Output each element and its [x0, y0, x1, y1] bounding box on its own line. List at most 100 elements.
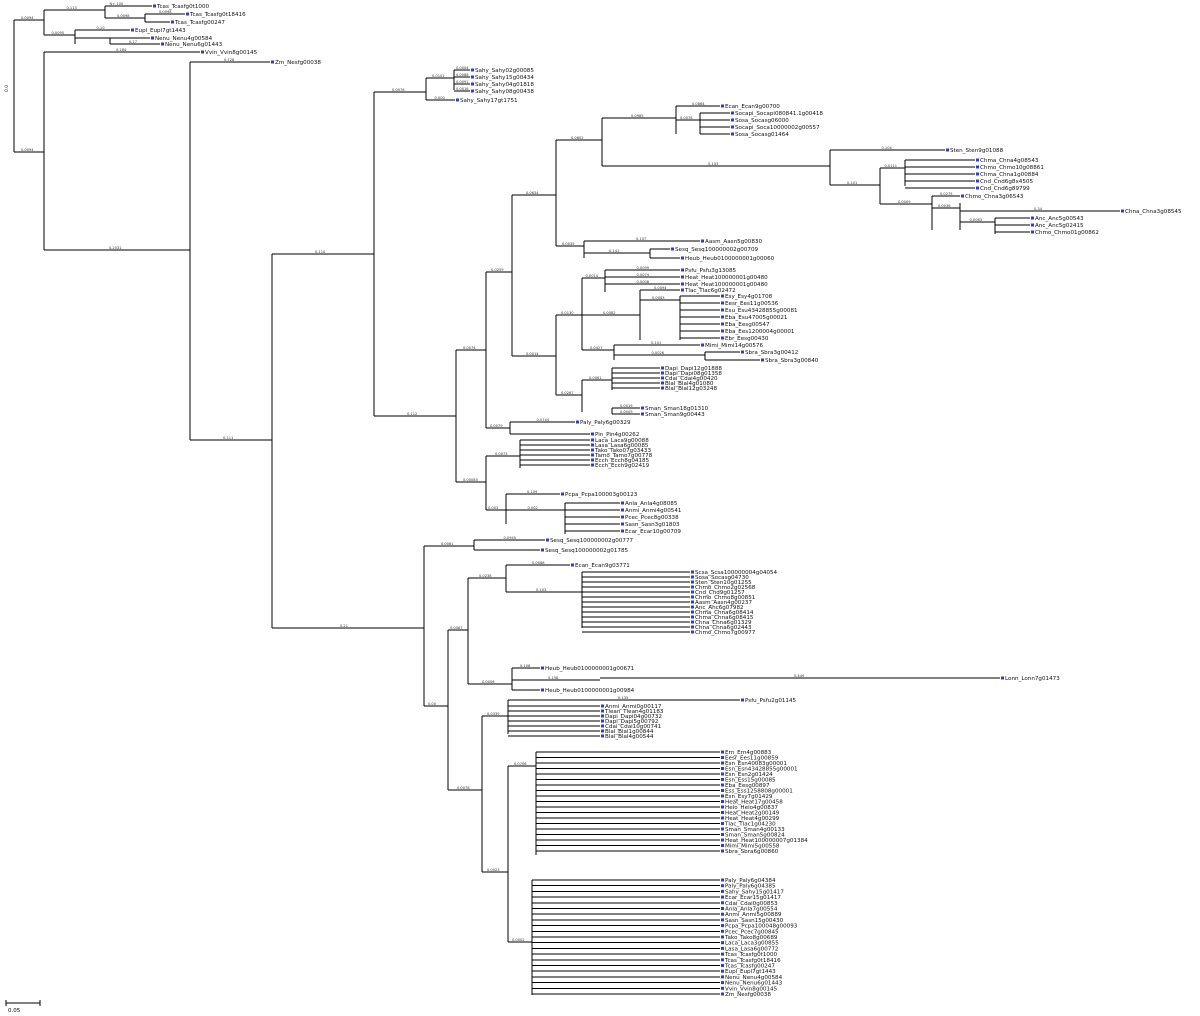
leaf-marker — [721, 789, 724, 792]
branch-length-label: 0.0074 — [463, 346, 476, 350]
branch-length-label: 0.0016 — [456, 87, 469, 91]
branch-length-label: 0.0098 — [159, 10, 172, 14]
leaf-label: Chma_Chna6g08415 — [695, 615, 754, 621]
leaf-marker — [1031, 230, 1034, 234]
leaf-marker — [721, 772, 724, 776]
leaf-marker — [681, 256, 684, 260]
leaf-marker — [721, 822, 724, 825]
leaf-marker — [691, 615, 694, 619]
leaf-label: Tako_Tako8g00689 — [724, 935, 778, 941]
leaf-label: Heat_Heat17g00458 — [725, 800, 783, 806]
leaf-marker — [761, 358, 764, 362]
branch-length-label: 0.103 — [536, 588, 546, 592]
leaf-marker — [721, 946, 724, 950]
leaf-label: Pcpa_Pcpa100048g00093 — [725, 924, 798, 930]
leaf-label: Ern_Ern4g00883 — [725, 750, 772, 756]
leaf-marker — [721, 800, 724, 803]
leaf-marker — [731, 111, 734, 115]
branch-length-label: 0.0079 — [490, 424, 503, 428]
branch-length-label: 0.0259 — [491, 268, 504, 272]
leaf-label: Sman_Sman9g00443 — [645, 412, 705, 418]
branch-length-label: 0.10 — [97, 26, 106, 30]
branch-length-label: 0.0634 — [526, 191, 539, 195]
scale-bar: 0.05 — [5, 1000, 41, 1014]
leaf-marker — [621, 522, 624, 526]
branch-length-label: 0.101 — [847, 181, 857, 185]
leaf-marker — [1031, 216, 1034, 220]
leaf-label: Tlac_Tlac1g04230 — [724, 822, 776, 828]
branch-length-label: 0.0002 — [512, 938, 525, 942]
leaf-label: Aasm_Aasn5g00830 — [705, 239, 762, 245]
leaf-label: Chma_Chna6g08414 — [695, 610, 754, 616]
leaf-label: Sman_Sman18g01310 — [645, 406, 709, 412]
branch-length-label: 0.0275 — [940, 192, 953, 196]
branch-length-label: 0.0094 — [654, 286, 667, 290]
leaf-label: Blal_Blal12g03248 — [665, 386, 717, 392]
leaf-label: Sman_Sman4g00133 — [725, 827, 785, 833]
leaf-marker — [681, 288, 684, 292]
leaf-label: Anmi_Anmi4g00541 — [625, 508, 682, 514]
branch-length-label: 0.128 — [224, 58, 235, 62]
leaf-label: Anc_Anc5g00543 — [1035, 216, 1084, 222]
branch-length-label: 0.0023 — [487, 868, 500, 872]
branch-length-label: N+.100 — [110, 2, 124, 6]
leaf-label: Chna_Chna6g02443 — [695, 625, 752, 631]
leaf-marker — [691, 605, 694, 609]
leaf-label: Sesq_Sesq100000002g01785 — [545, 548, 629, 554]
leaf-label: Heat_Heat100000001g00480 — [685, 275, 768, 281]
leaf-label: Dapi_Dapi04g00732 — [605, 714, 662, 720]
leaf-marker — [731, 118, 734, 122]
leaf-marker — [591, 438, 594, 442]
branch-length-label: 0.0802 — [571, 136, 584, 140]
leaf-label: Nenu_Nenu6g01443 — [165, 42, 223, 48]
leaf-marker — [721, 844, 724, 847]
leaf-label: Tako_Tako07g03433 — [594, 448, 651, 454]
leaf-marker — [721, 794, 724, 798]
leaf-label: Cnd_Cnd6g8x4505 — [980, 179, 1033, 185]
leaf-marker — [541, 548, 544, 552]
branch-length-label: 0.0094 — [21, 16, 34, 20]
branch-length-label: 0.0098 — [117, 14, 130, 18]
leaf-marker — [691, 580, 694, 584]
leaf-marker — [621, 501, 624, 505]
leaf-label: Dapi_Dapi12g01888 — [665, 366, 722, 372]
leaf-label: Sahy_Sahy15g01417 — [725, 889, 784, 895]
branch-length-label: 0.17 — [129, 40, 137, 44]
scale-bar-label: 0.05 — [8, 1008, 21, 1014]
leaf-label: Esn_Esn40083g00001 — [725, 761, 787, 767]
branch-length-label: 0.0014 — [526, 352, 539, 356]
leaf-marker — [681, 268, 684, 272]
leaf-marker — [976, 165, 979, 169]
leaf-marker — [201, 50, 204, 54]
leaf-label: Heat_Heat2g00149 — [725, 811, 780, 817]
branch-length-label: 0.112 — [407, 412, 417, 416]
branch-length-label: 0.0076 — [680, 116, 693, 120]
leaf-label: Lasa_Lasa6g00772 — [725, 946, 778, 952]
leaf-label: Tcas_Tcasfg00247 — [174, 20, 225, 26]
branch-length-label: 0.101 — [651, 341, 661, 345]
leaf-label: Pcpa_Pcpa100003g00123 — [565, 492, 638, 498]
leaf-label: Eba_Eesg00547 — [725, 322, 770, 328]
leaf-marker — [741, 698, 744, 702]
leaf-marker — [721, 941, 724, 945]
leaf-label: Sosa_Socasg04730 — [695, 575, 749, 581]
branch-length-label: 0.0006 — [482, 680, 495, 684]
leaf-marker — [721, 975, 724, 979]
leaf-marker — [601, 724, 604, 728]
branch-length-label: 0.0014 — [586, 274, 599, 278]
leaf-label: Sahy_Sahy08g00438 — [475, 89, 534, 95]
leaf-label: Esy_Esy4g01708 — [725, 294, 773, 300]
leaf-marker — [151, 36, 154, 40]
branch-length-label: 0.0945 — [504, 536, 517, 540]
leaf-label: Pin_Pin4g00262 — [595, 432, 639, 438]
leaf-label: Anla_Anla4g08085 — [625, 501, 678, 507]
leaf-label: Zm_Nesfg00038 — [725, 992, 771, 998]
branch-length-label: 0.0036 — [938, 204, 951, 208]
leaf-labels: Tcas_Tcasfg0t1000Tcas_Tcasfg0t18416Tcas_… — [131, 4, 1182, 998]
branch-length-label: 0.0083 — [652, 296, 665, 300]
leaf-label: Zm_Nesfg00038 — [275, 60, 321, 66]
leaf-label: Lasa_Lasa6g00085 — [595, 443, 649, 449]
leaf-label: Chmo_Chmo01g00862 — [1035, 230, 1099, 236]
leaf-marker — [721, 924, 724, 928]
leaf-label: Pcec_Pcec8g00338 — [625, 515, 679, 521]
